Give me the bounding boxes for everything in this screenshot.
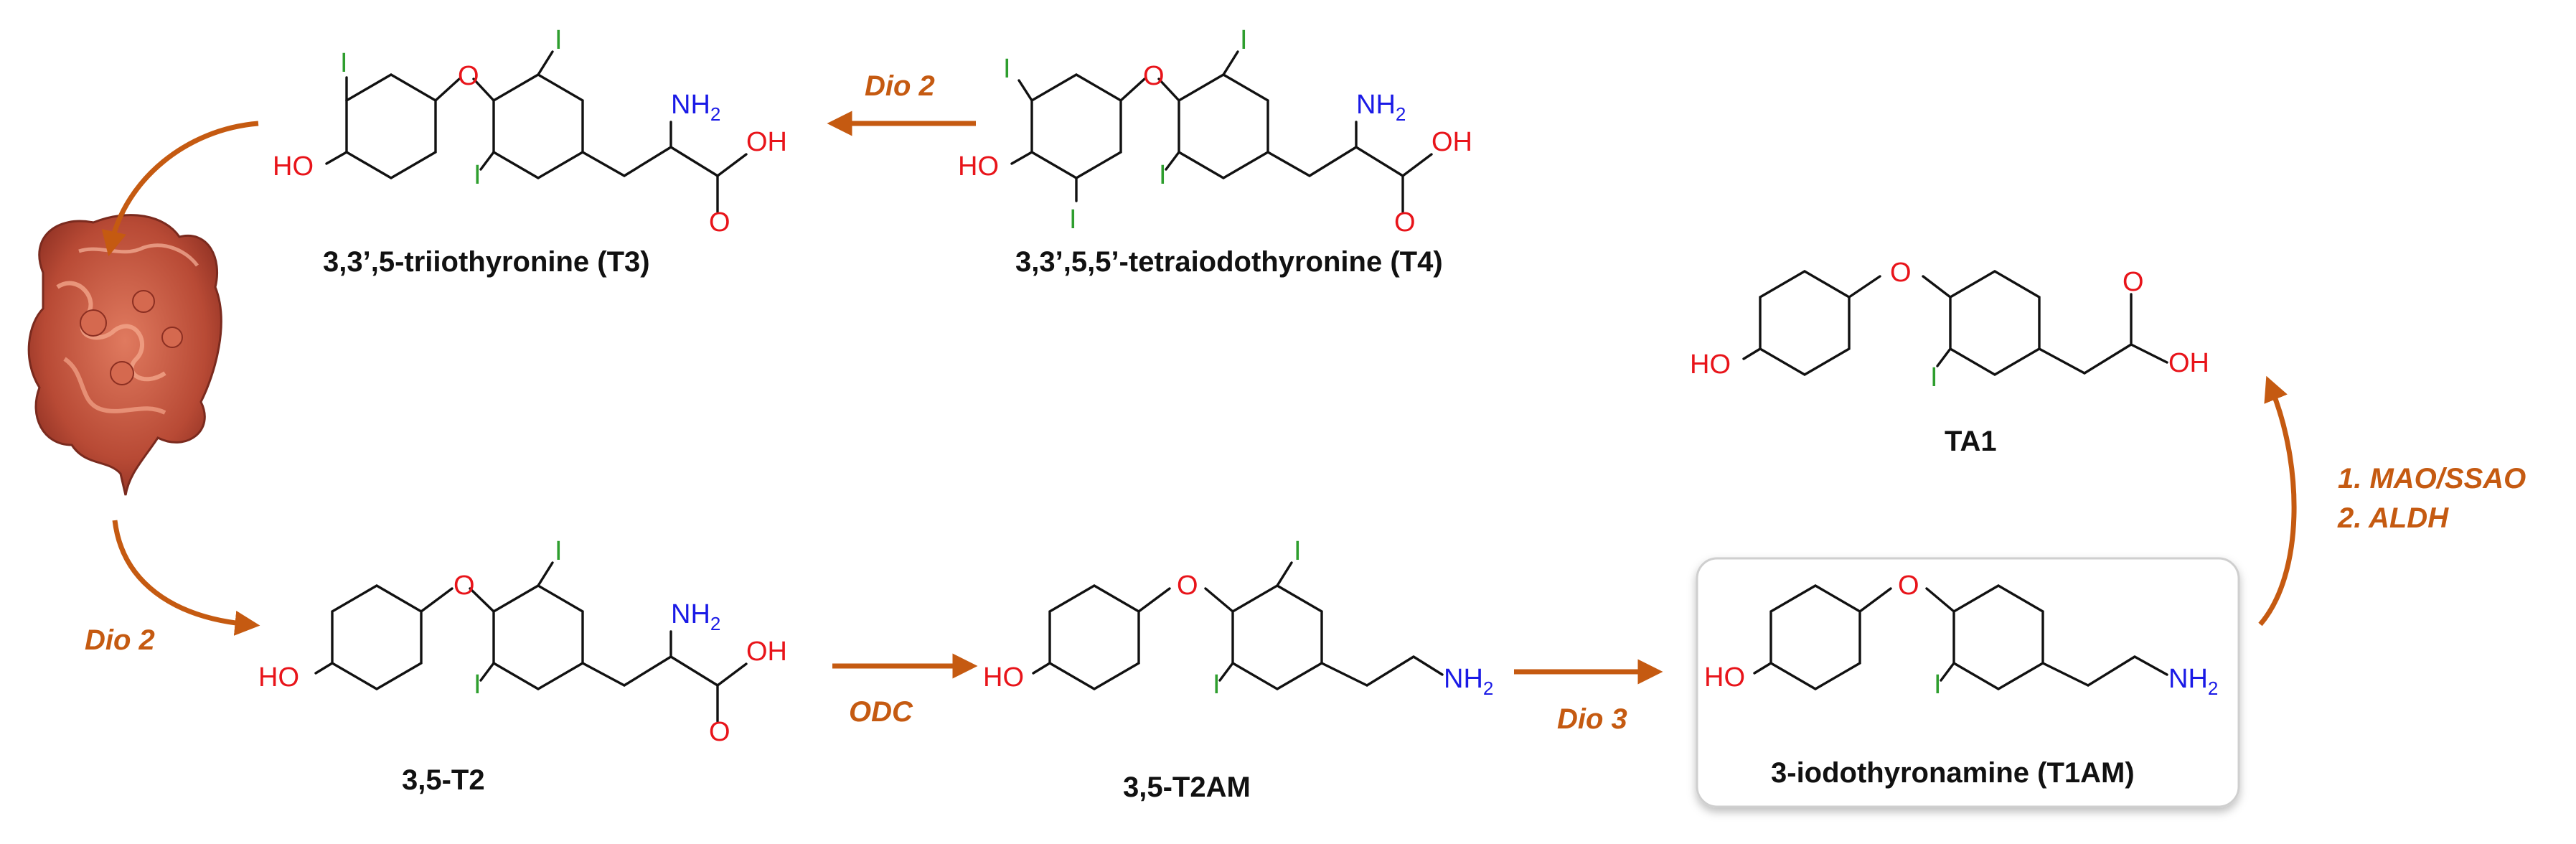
enzyme-label-t4-to-t3: Dio 2	[865, 70, 935, 102]
t4-acid-hydroxyl: OH	[1432, 127, 1472, 157]
t3-iodine-3: I	[555, 25, 563, 55]
t3-ether-oxygen: O	[458, 61, 479, 91]
t3-acid-hydroxyl: OH	[746, 127, 787, 157]
ta1-ether-oxygen: O	[1890, 258, 1912, 288]
enzyme-label-aldh: 2. ALDH	[2337, 502, 2449, 534]
arrow-gut-to-t2	[112, 520, 260, 636]
t2am-iodine-5: I	[1213, 670, 1221, 700]
structure-t1am: O I HO NH2	[1704, 571, 2218, 700]
t2am-ether-oxygen: O	[1177, 571, 1198, 601]
t2-hydroxyl: HO	[258, 662, 299, 693]
enzyme-label-t2am-to-t1am: Dio 3	[1557, 703, 1627, 735]
structure-t2: O I I HO NH2 OH O	[258, 536, 787, 747]
t1am-hydroxyl: HO	[1704, 662, 1745, 693]
t3-carbonyl-oxygen: O	[709, 207, 730, 238]
t2-amine: NH2	[671, 599, 720, 634]
t4-iodine-5: I	[1159, 160, 1167, 190]
t1am-amine: NH2	[2168, 664, 2218, 699]
compound-name-t1am: 3-iodothyronamine (T1AM)	[1771, 757, 2135, 789]
t4-iodine-5prime: I	[1069, 205, 1077, 235]
enzyme-label-t2-to-t2am: ODC	[849, 696, 913, 728]
reaction-arrows	[101, 111, 2297, 685]
t1am-iodine: I	[1934, 670, 1942, 700]
t3-iodine-prime: I	[340, 48, 348, 78]
t2-acid-hydroxyl: OH	[746, 637, 787, 667]
enzyme-label-mao-ssao: 1. MAO/SSAO	[2338, 463, 2526, 494]
compound-name-t2am: 3,5-T2AM	[1123, 772, 1251, 803]
structure-ta1: O I HO O OH	[1690, 258, 2209, 393]
structure-t4: O I I I I HO NH2 OH O	[958, 25, 1472, 238]
structure-t3: O I I I HO NH2 OH O	[273, 25, 787, 238]
arrow-t1am-to-ta1	[2258, 375, 2297, 627]
t2-iodine-3: I	[555, 536, 563, 566]
t3-hydroxyl: HO	[273, 151, 314, 182]
t3-iodine-5: I	[474, 160, 481, 190]
t2-iodine-5: I	[474, 670, 481, 700]
t2am-hydroxyl: HO	[983, 662, 1024, 693]
t1am-ether-oxygen: O	[1898, 571, 1919, 601]
compound-name-ta1: TA1	[1945, 426, 1997, 457]
t2am-amine: NH2	[1444, 664, 1493, 699]
enzyme-label-gut-to-t2: Dio 2	[85, 624, 155, 656]
compound-name-t4: 3,3’,5,5’-tetraiodothyronine (T4)	[1015, 246, 1443, 278]
t4-ether-oxygen: O	[1143, 61, 1165, 91]
t4-iodine-3: I	[1240, 25, 1248, 55]
t4-iodine-3prime: I	[1003, 54, 1011, 84]
intestine-illustration	[27, 214, 222, 496]
t2am-iodine-3: I	[1294, 536, 1302, 566]
ta1-carbonyl-oxygen: O	[2123, 267, 2144, 297]
arrow-t3-to-gut	[101, 121, 259, 257]
t4-amine: NH2	[1356, 90, 1406, 125]
structure-t2am: O I I HO NH2	[983, 536, 1493, 700]
t1am-highlight-box	[1696, 557, 2240, 808]
ta1-acid-hydroxyl: OH	[2168, 348, 2209, 378]
compound-name-t3: 3,3’,5-triiothyronine (T3)	[323, 246, 650, 278]
ta1-hydroxyl: HO	[1690, 350, 1731, 380]
t2-ether-oxygen: O	[453, 571, 475, 601]
t2-carbonyl-oxygen: O	[709, 717, 730, 747]
t4-hydroxyl: HO	[958, 151, 999, 182]
compound-name-t2: 3,5-T2	[402, 764, 485, 796]
t4-carbonyl-oxygen: O	[1394, 207, 1416, 238]
t3-amine: NH2	[671, 90, 720, 125]
ta1-iodine: I	[1930, 362, 1938, 393]
